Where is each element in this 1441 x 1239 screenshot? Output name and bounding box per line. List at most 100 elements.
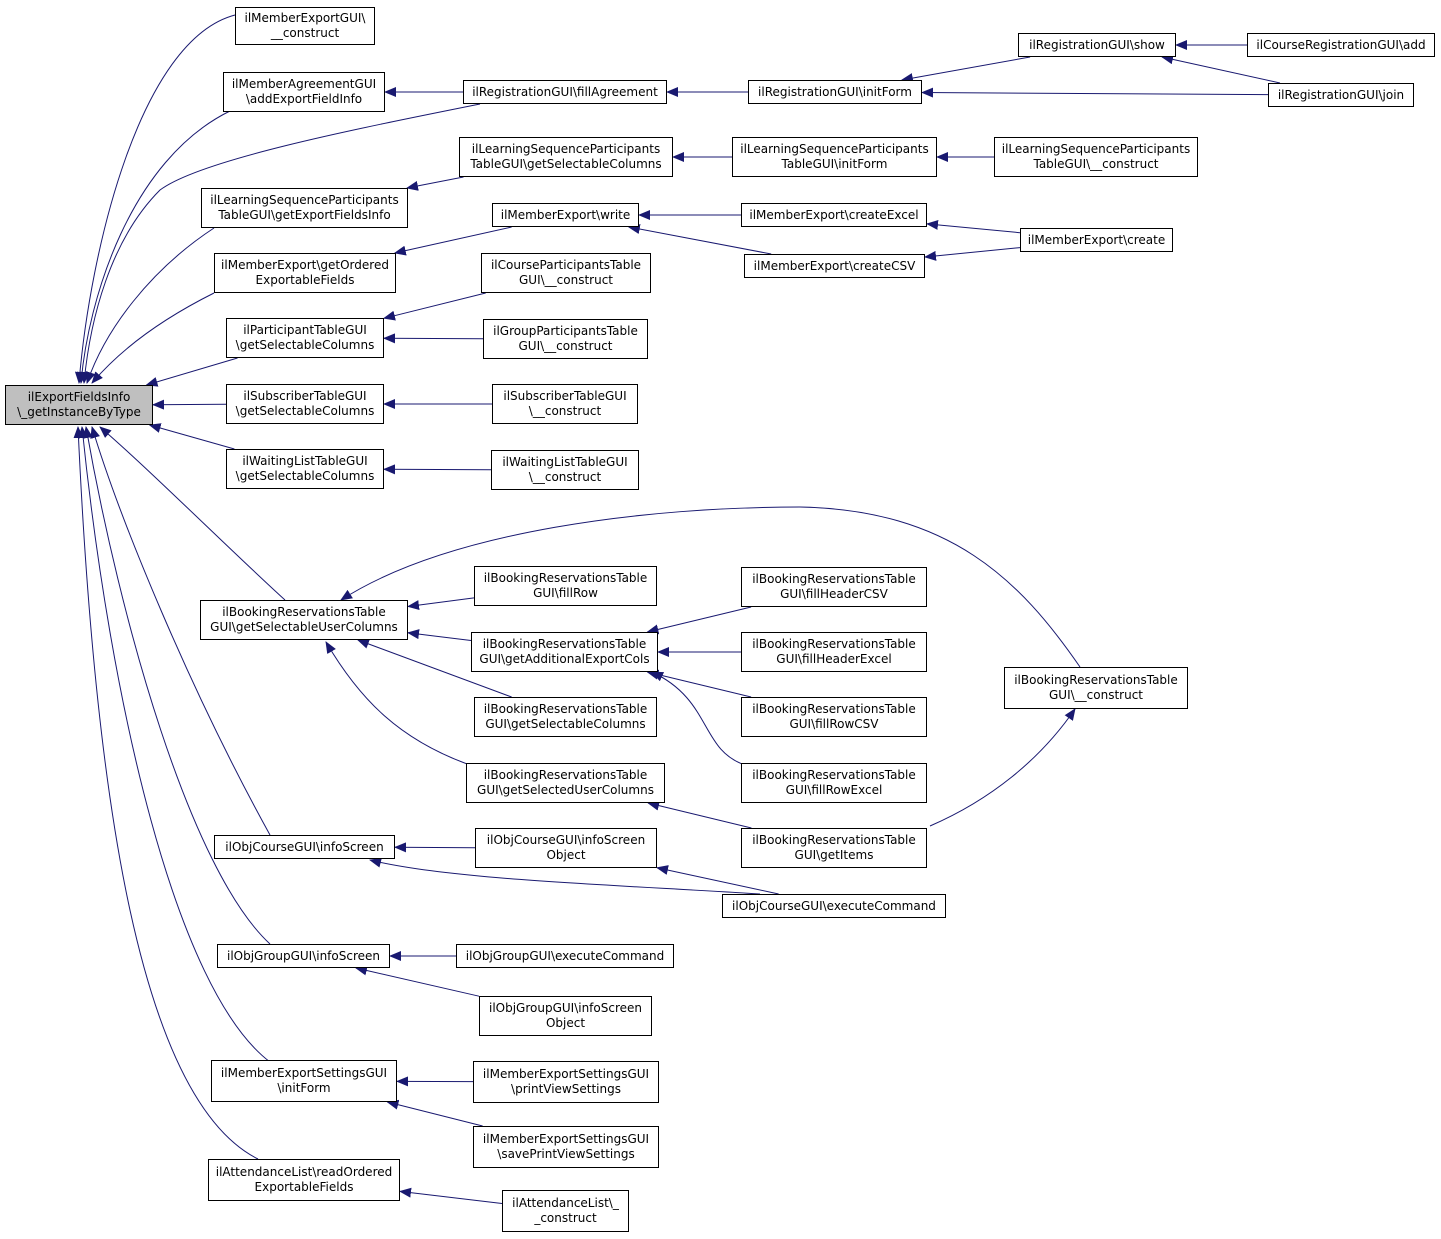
node-label-line: GUI\fillRowCSV <box>789 717 879 731</box>
call-edge <box>929 708 1076 827</box>
function-node[interactable]: ilObjGroupGUI\infoScreen <box>217 944 390 968</box>
call-edge <box>90 426 271 836</box>
node-label: ilRegistrationGUI\fillAgreement <box>472 85 658 100</box>
node-label-line: ilBookingReservationsTable <box>752 702 916 716</box>
call-edge <box>354 965 480 997</box>
node-label: ilObjCourseGUI\executeCommand <box>732 899 936 914</box>
node-label-line: \getSelectableColumns <box>235 338 375 352</box>
function-node[interactable]: ilObjCourseGUI\executeCommand <box>722 894 946 918</box>
node-label-line: GUI\fillHeaderExcel <box>776 652 892 666</box>
node-label-line: ilBookingReservationsTable <box>752 833 916 847</box>
node-label: ilSubscriberTableGUI\__construct <box>503 389 626 419</box>
node-label-line: ilMemberExport\getOrdered <box>221 258 389 272</box>
function-node[interactable]: ilMemberExport\createCSV <box>744 254 925 278</box>
node-label: ilCourseRegistrationGUI\add <box>1256 38 1425 53</box>
function-node[interactable]: ilCourseRegistrationGUI\add <box>1247 33 1435 57</box>
focus-function-node[interactable]: ilExportFieldsInfo\_getInstanceByType <box>5 385 153 425</box>
function-node[interactable]: ilMemberExport\createExcel <box>741 203 927 227</box>
function-node[interactable]: ilMemberExport\write <box>492 203 639 227</box>
node-label-line: \__construct <box>528 404 602 418</box>
call-edge <box>340 506 1081 668</box>
function-node[interactable]: ilMemberExportSettingsGUI\initForm <box>211 1060 397 1102</box>
node-label-line: ilParticipantTableGUI <box>243 323 367 337</box>
call-edge <box>383 292 486 321</box>
node-label-line: ilRegistrationGUI\fillAgreement <box>472 84 658 99</box>
function-node[interactable]: ilMemberExportSettingsGUI\printViewSetti… <box>473 1061 659 1103</box>
function-node[interactable]: ilSubscriberTableGUI\__construct <box>492 384 638 424</box>
node-label-line: ilSubscriberTableGUI <box>243 389 367 403</box>
call-edge <box>407 597 475 611</box>
node-label-line: GUI\getItems <box>794 848 874 862</box>
call-edge <box>399 1187 503 1204</box>
node-label-line: ilMemberAgreementGUI <box>231 77 377 91</box>
function-node[interactable]: ilObjCourseGUI\infoScreen <box>214 835 395 859</box>
call-edge <box>91 292 215 384</box>
node-label-line: GUI\fillRow <box>533 586 598 600</box>
node-label-line: GUI\fillRowExcel <box>785 783 883 797</box>
node-label: ilMemberExportSettingsGUI\printViewSetti… <box>483 1067 649 1097</box>
node-label-line: ilMemberExportSettingsGUI <box>220 1066 388 1080</box>
function-node[interactable]: ilAttendanceList\__construct <box>502 1190 629 1232</box>
call-edge <box>921 87 1269 98</box>
call-edge <box>1161 54 1281 84</box>
call-edge <box>926 219 1021 234</box>
function-node[interactable]: ilWaitingListTableGUI\getSelectableColum… <box>226 449 384 489</box>
function-node[interactable]: ilMemberExport\create <box>1020 228 1173 252</box>
function-node[interactable]: ilSubscriberTableGUI\getSelectableColumn… <box>226 384 384 424</box>
function-node[interactable]: ilMemberExportGUI\__construct <box>235 7 375 45</box>
function-node[interactable]: ilRegistrationGUI\join <box>1268 83 1414 107</box>
node-label-line: \printViewSettings <box>511 1082 621 1096</box>
node-label: ilMemberExport\createExcel <box>749 208 918 223</box>
function-node[interactable]: ilObjGroupGUI\executeCommand <box>456 944 674 968</box>
function-node[interactable]: ilMemberAgreementGUI\addExportFieldInfo <box>223 72 385 112</box>
function-node[interactable]: ilRegistrationGUI\show <box>1018 33 1176 57</box>
function-node[interactable]: ilRegistrationGUI\initForm <box>748 80 922 104</box>
node-label-line: ExportableFields <box>255 273 355 287</box>
function-node[interactable]: ilMemberExportSettingsGUI\savePrintViewS… <box>473 1126 659 1168</box>
call-edge <box>627 224 772 255</box>
call-edge <box>647 800 752 829</box>
node-label: ilWaitingListTableGUI\__construct <box>502 455 627 485</box>
node-label: ilRegistrationGUI\initForm <box>758 85 912 100</box>
node-label: ilMemberExportGUI\__construct <box>245 11 366 41</box>
node-label: ilMemberExport\create <box>1028 233 1165 248</box>
function-node[interactable]: ilParticipantTableGUI\getSelectableColum… <box>226 318 384 358</box>
node-label-line: ilRegistrationGUI\show <box>1029 37 1165 52</box>
call-edge <box>393 226 512 256</box>
node-label-line: ilBookingReservationsTable <box>222 605 386 619</box>
function-node[interactable]: ilWaitingListTableGUI\__construct <box>491 450 639 490</box>
call-edge <box>369 857 761 895</box>
function-node[interactable]: ilRegistrationGUI\fillAgreement <box>463 80 667 104</box>
node-label-line: GUI\getAdditionalExportCols <box>479 652 650 666</box>
